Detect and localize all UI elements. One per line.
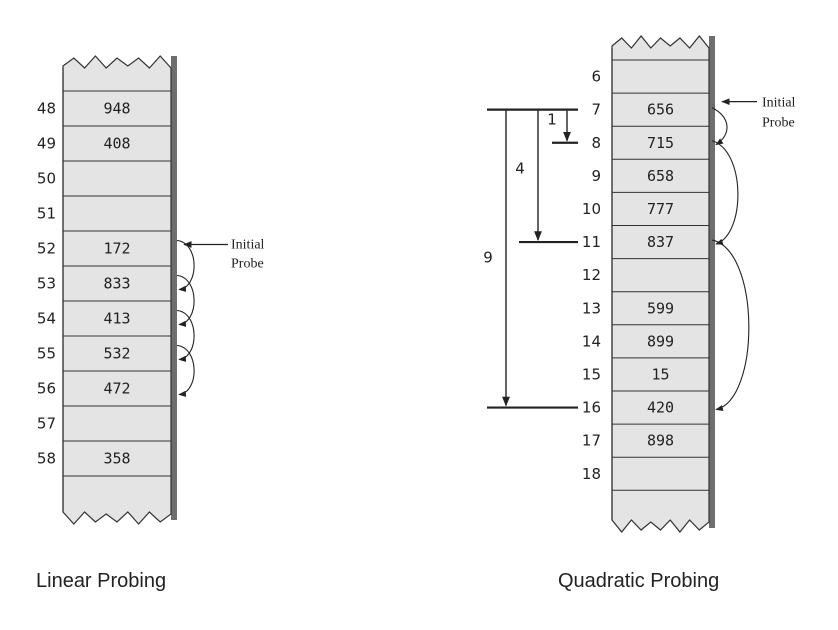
- quadratic-step-label: 1: [547, 111, 557, 129]
- quadratic-slot-value: 15: [651, 365, 669, 383]
- quadratic-initial-probe-label: Initial: [762, 96, 796, 111]
- linear-slot-value: 833: [103, 275, 130, 293]
- quadratic-slot-value: 899: [647, 332, 674, 350]
- linear-slot-index: 49: [37, 135, 56, 153]
- quadratic-slot-index: 17: [582, 432, 601, 450]
- quadratic-slot-index: 16: [582, 399, 601, 417]
- quadratic-slot-index: 13: [582, 299, 601, 317]
- linear-slot-value: 472: [103, 380, 130, 398]
- linear-slot-index: 54: [37, 310, 56, 328]
- linear-probe-arc: [176, 239, 195, 292]
- linear-slot-value: 948: [103, 100, 130, 118]
- quadratic-probing-caption: Quadratic Probing: [558, 570, 720, 592]
- quadratic-slot-index: 7: [591, 101, 601, 119]
- quadratic-slot-value: 777: [647, 200, 674, 218]
- linear-slot-index: 51: [37, 205, 56, 223]
- quadratic-step-label: 4: [515, 160, 525, 178]
- quadratic-slot-index: 11: [582, 233, 601, 251]
- linear-slot-index: 50: [37, 170, 56, 188]
- linear-slot-index: 56: [37, 380, 56, 398]
- linear-probe-arc: [176, 309, 195, 362]
- quadratic-slot-index: 15: [582, 365, 601, 383]
- quadratic-slot-value: 837: [647, 233, 674, 251]
- linear-initial-probe-label: Probe: [231, 257, 264, 272]
- quadratic-step-label: 9: [483, 249, 493, 267]
- quadratic-table-body: [611, 35, 710, 533]
- linear-slot-index: 48: [37, 100, 56, 118]
- linear-slot-index: 57: [37, 415, 56, 433]
- quadratic-slot-value: 898: [647, 432, 674, 450]
- linear-probing-table: 48 948 49 408 50 51 52 172 53 833 54 413 55 532 56 472 5…: [37, 55, 265, 525]
- quadratic-probe-arc: [711, 107, 728, 146]
- linear-slot-value: 358: [103, 450, 130, 468]
- linear-slot-value: 532: [103, 345, 130, 363]
- quadratic-slot-index: 8: [591, 134, 601, 152]
- linear-slot-value: 172: [103, 240, 130, 258]
- quadratic-slot-index: 14: [582, 332, 601, 350]
- quadratic-slot-index: 6: [591, 68, 601, 86]
- quadratic-slot-index: 12: [582, 266, 601, 284]
- quadratic-slot-value: 420: [647, 399, 674, 417]
- linear-slot-index: 58: [37, 450, 56, 468]
- quadratic-slot-index: 18: [582, 465, 601, 483]
- quadratic-slot-index: 10: [582, 200, 601, 218]
- quadratic-initial-probe-label: Probe: [762, 116, 795, 131]
- quadratic-probe-arc: [711, 140, 739, 245]
- quadratic-slot-value: 658: [647, 167, 674, 185]
- quadratic-slot-value: 599: [647, 299, 674, 317]
- quadratic-slot-value: 715: [647, 134, 674, 152]
- linear-probe-arc: [176, 344, 195, 397]
- linear-slot-index: 52: [37, 240, 56, 258]
- quadratic-slot-index: 9: [591, 167, 601, 185]
- linear-table-shadow: [171, 56, 177, 520]
- linear-probe-arc: [176, 274, 195, 327]
- linear-slot-value: 408: [103, 135, 130, 153]
- linear-probing-caption: Linear Probing: [36, 570, 167, 592]
- linear-table-body: [62, 55, 172, 525]
- linear-slot-index: 53: [37, 275, 56, 293]
- linear-slot-index: 55: [37, 345, 56, 363]
- quadratic-table-shadow: [709, 36, 715, 528]
- linear-initial-probe-label: Initial: [231, 238, 265, 253]
- quadratic-slot-value: 656: [647, 101, 674, 119]
- linear-slot-value: 413: [103, 310, 130, 328]
- quadratic-probe-arc: [711, 239, 750, 412]
